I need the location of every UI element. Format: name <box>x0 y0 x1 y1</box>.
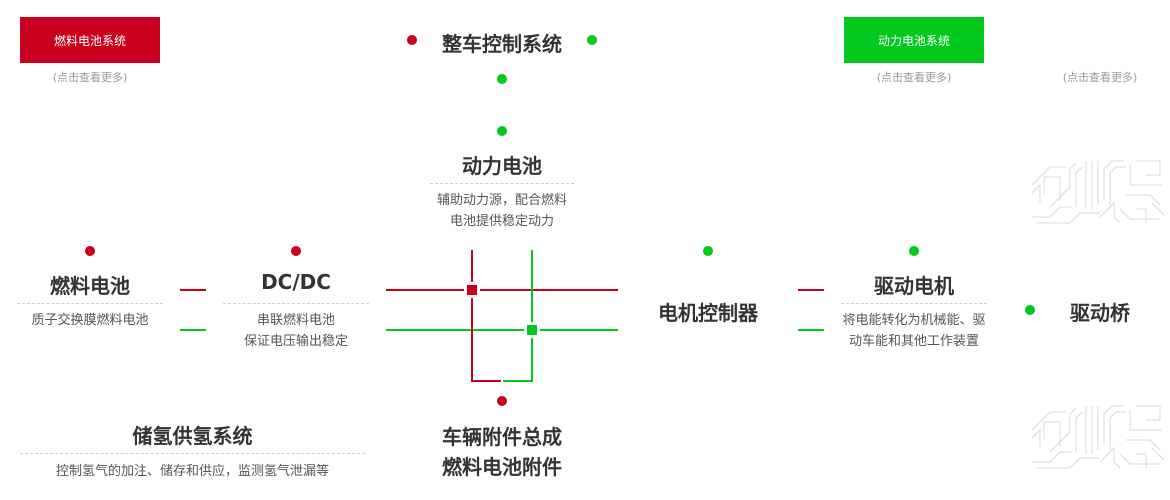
vehicle-control-system-title: 整车控制系统 <box>442 32 562 56</box>
power-battery-description: 辅助动力源，配合燃料 电池提供稳定动力 <box>420 190 584 232</box>
power-battery-title: 动力电池 <box>462 154 542 178</box>
accessories-title-line: 车辆附件总成 <box>442 425 562 449</box>
red-dot <box>85 246 95 256</box>
drive-system-more-link[interactable]: (点击查看更多) <box>1062 71 1138 84</box>
accessories-title: 车辆附件总成 燃料电池附件 <box>430 422 574 482</box>
red-junction-node <box>467 285 477 295</box>
green-junction-node <box>527 325 537 335</box>
red-connector <box>180 289 206 291</box>
red-bus-bottom <box>471 380 501 382</box>
accessories-title-line: 燃料电池附件 <box>442 455 562 479</box>
fuel-cell-divider <box>17 303 163 304</box>
dcdc-desc-line: 保证电压输出稳定 <box>243 334 348 349</box>
green-connector <box>798 329 824 331</box>
dcdc-description: 串联燃料电池 保证电压输出稳定 <box>216 310 376 352</box>
hydrogen-system-divider <box>20 453 365 454</box>
red-bus-vertical <box>471 250 473 382</box>
red-dot <box>407 35 417 45</box>
drive-motor-description: 将电能转化为机械能、驱 动车能和其他工作装置 <box>830 310 998 352</box>
motor-controller-title: 电机控制器 <box>658 301 758 325</box>
power-battery-system-button-label: 动力电池系统 <box>877 33 950 48</box>
green-bus-vertical <box>531 250 533 382</box>
fuel-cell-title: 燃料电池 <box>50 274 130 298</box>
circuit-pattern-icon <box>1031 405 1165 469</box>
fuel-cell-description: 质子交换膜燃料电池 <box>10 310 170 331</box>
red-connector <box>798 289 824 291</box>
hydrogen-system-description: 控制氢气的加注、储存和供应，监测氢气泄漏等 <box>10 461 375 482</box>
green-dot <box>909 246 919 256</box>
drive-motor-divider <box>841 303 987 304</box>
circuit-pattern-icon <box>1031 160 1165 224</box>
green-dot <box>497 126 507 136</box>
drive-axle-title: 驱动桥 <box>1070 301 1130 325</box>
fuel-cell-system-more-link[interactable]: (点击查看更多) <box>52 71 128 84</box>
hydrogen-system-title: 储氢供氢系统 <box>132 424 253 448</box>
power-battery-system-button[interactable]: 动力电池系统 <box>844 17 984 63</box>
power-battery-divider <box>430 183 574 184</box>
green-bus-bottom <box>503 380 533 382</box>
green-bus-horizontal <box>386 329 618 331</box>
green-dot <box>587 35 597 45</box>
green-dot <box>1025 305 1035 315</box>
power-battery-desc-line: 辅助动力源，配合燃料 <box>436 193 567 208</box>
hydrogen-system-desc-line: 控制氢气的加注、储存和供应，监测氢气泄漏等 <box>55 464 329 479</box>
fuel-cell-desc-line: 质子交换膜燃料电池 <box>31 313 149 328</box>
green-dot <box>497 74 507 84</box>
red-bus-horizontal <box>386 289 618 291</box>
dcdc-title: DC/DC <box>261 270 331 294</box>
drive-motor-title: 驱动电机 <box>874 274 954 298</box>
green-connector <box>180 329 206 331</box>
fuel-cell-system-button[interactable]: 燃料电池系统 <box>20 17 160 63</box>
power-battery-system-more-link[interactable]: (点击查看更多) <box>876 71 952 84</box>
red-dot <box>291 246 301 256</box>
dcdc-divider <box>223 303 369 304</box>
red-dot <box>497 396 507 406</box>
drive-motor-desc-line: 将电能转化为机械能、驱 <box>842 313 986 328</box>
dcdc-desc-line: 串联燃料电池 <box>256 313 335 328</box>
green-dot <box>703 246 713 256</box>
drive-motor-desc-line: 动车能和其他工作装置 <box>848 334 979 349</box>
power-battery-desc-line: 电池提供稳定动力 <box>449 214 554 229</box>
fuel-cell-system-button-label: 燃料电池系统 <box>53 33 126 48</box>
